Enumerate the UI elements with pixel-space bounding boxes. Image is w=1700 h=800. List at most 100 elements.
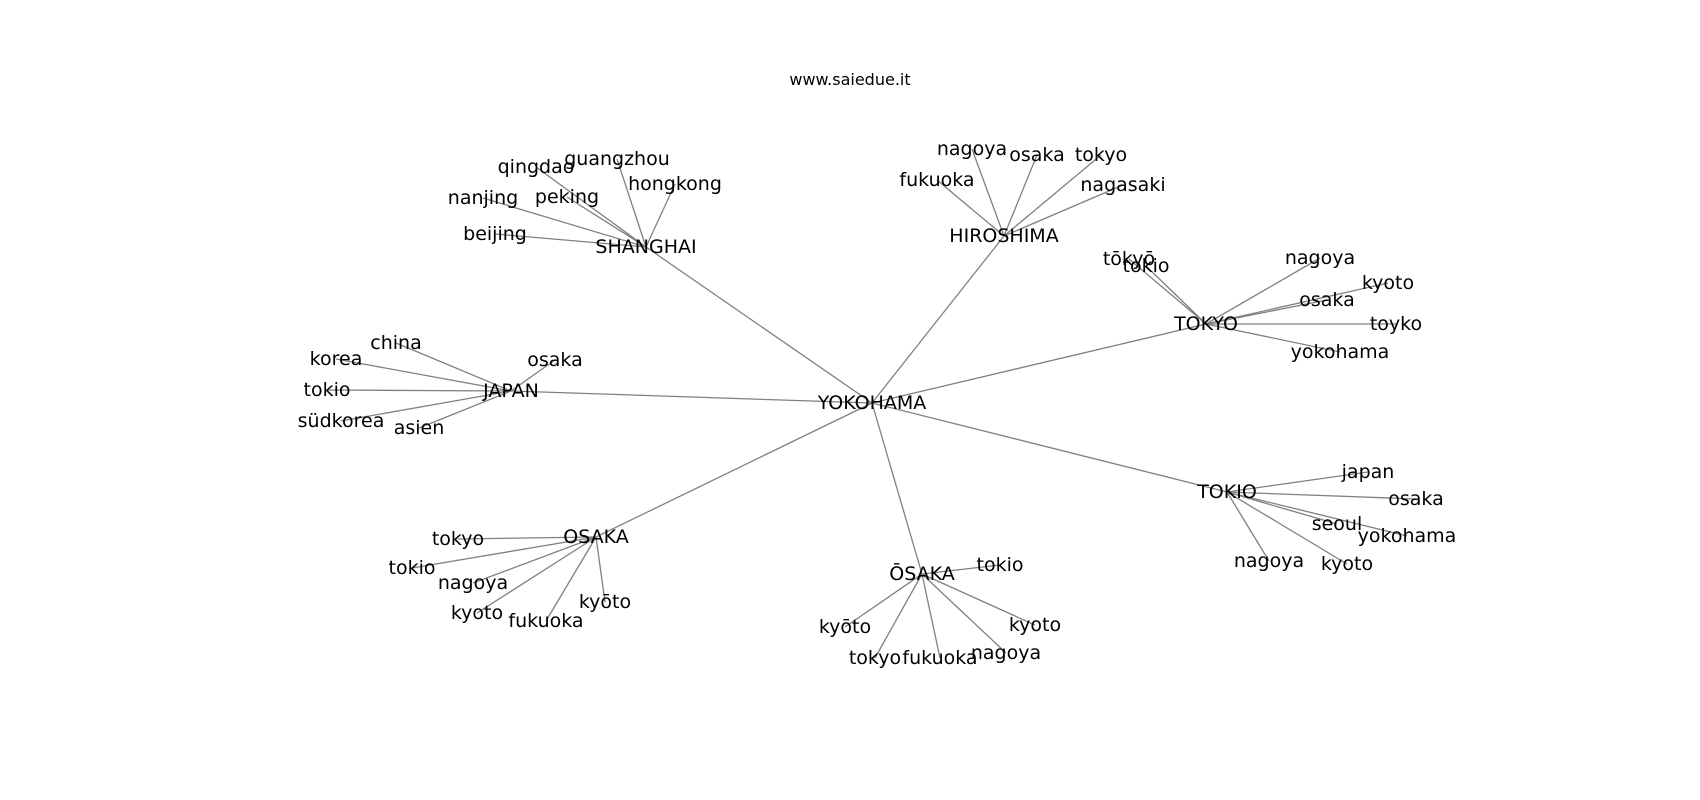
edge-center-tokio bbox=[871, 402, 1228, 493]
edge-tokio-yokohama bbox=[1226, 491, 1408, 537]
leaf-node-label: yokohama bbox=[1358, 525, 1457, 547]
edge-shanghai-nanjing bbox=[482, 197, 647, 248]
leaf-node-label: guangzhou bbox=[564, 148, 670, 170]
leaf-node-label: toyko bbox=[1370, 313, 1422, 335]
edge-osaka-tokyo bbox=[457, 536, 597, 540]
leaf-node-label: tokio bbox=[1123, 255, 1170, 277]
edge-shanghai-beijing bbox=[494, 233, 647, 248]
leaf-node-label: beijing bbox=[463, 223, 527, 245]
leaf-node-label: tokio bbox=[389, 557, 436, 579]
hub-node-label-hiroshima: HIROSHIMA bbox=[949, 225, 1058, 247]
leaf-node-label: kyoto bbox=[1009, 614, 1061, 636]
edge-shanghai-hongkong bbox=[645, 183, 676, 248]
leaf-node-label: osaka bbox=[527, 349, 582, 371]
edge-hiroshima-nagasaki bbox=[1003, 184, 1124, 237]
leaf-node-label: korea bbox=[310, 348, 363, 370]
edge-tokyo-yokohama bbox=[1205, 323, 1341, 353]
edge-osaka-tokio bbox=[411, 536, 597, 569]
edge-saka-ky-to bbox=[844, 573, 923, 628]
edge-tokyo-kyoto bbox=[1205, 282, 1389, 325]
edge-center-saka bbox=[871, 402, 923, 575]
leaf-node-label: nagoya bbox=[971, 642, 1041, 664]
edge-tokyo-osaka bbox=[1205, 299, 1328, 325]
leaf-node-label: seoul bbox=[1312, 513, 1363, 535]
leaf-node-label: nagasaki bbox=[1080, 174, 1165, 196]
edge-hiroshima-fukuoka bbox=[936, 179, 1005, 237]
edge-center-shanghai bbox=[645, 246, 873, 404]
leaf-node-label: südkorea bbox=[298, 410, 385, 432]
hub-node-label-shanghai: SHANGHAI bbox=[595, 236, 696, 258]
leaf-node-label: nanjing bbox=[448, 187, 518, 209]
edge-osaka-ky-to bbox=[595, 536, 606, 603]
leaf-node-label: tōkyō bbox=[1103, 248, 1155, 270]
leaf-node-label: fukuoka bbox=[899, 169, 974, 191]
edge-saka-tokio bbox=[921, 564, 1001, 575]
leaf-node-label: qingdao bbox=[498, 156, 575, 178]
hub-node-label-tokyo: TOKYO bbox=[1173, 313, 1238, 335]
edge-layer bbox=[326, 148, 1417, 659]
edge-shanghai-peking bbox=[566, 196, 647, 248]
edge-japan-china bbox=[395, 342, 512, 392]
leaf-node-label: kyōto bbox=[819, 616, 871, 638]
leaf-node-label: nagoya bbox=[937, 138, 1007, 160]
leaf-node-label: nagoya bbox=[438, 572, 508, 594]
edge-saka-tokyo bbox=[874, 573, 923, 659]
leaf-node-label: osaka bbox=[1299, 289, 1354, 311]
edge-tokyo-nagoya bbox=[1205, 257, 1321, 325]
edge-tokio-osaka bbox=[1226, 491, 1417, 500]
edge-osaka-kyoto bbox=[476, 536, 597, 614]
edge-center-hiroshima bbox=[871, 235, 1005, 404]
edge-hiroshima-tokyo bbox=[1003, 154, 1102, 237]
edge-japan-osaka bbox=[510, 359, 556, 392]
edge-japan-tokio bbox=[326, 389, 512, 392]
edge-tokyo-t-ky bbox=[1128, 258, 1207, 325]
leaf-node-label: nagoya bbox=[1285, 247, 1355, 269]
leaf-node-label: osaka bbox=[1388, 488, 1443, 510]
hub-node-label-osaka: OSAKA bbox=[563, 526, 629, 548]
edge-shanghai-guangzhou bbox=[616, 158, 647, 248]
edge-saka-fukuoka bbox=[921, 573, 941, 659]
edge-tokio-nagoya bbox=[1226, 491, 1270, 562]
edge-hiroshima-osaka bbox=[1003, 154, 1038, 237]
edge-osaka-fukuoka bbox=[545, 536, 597, 622]
hub-node-label-japan: JAPAN bbox=[482, 380, 539, 402]
leaf-node-label: yokohama bbox=[1291, 341, 1390, 363]
leaf-node-label: osaka bbox=[1009, 144, 1064, 166]
leaf-node-label: hongkong bbox=[628, 173, 722, 195]
edge-center-osaka bbox=[595, 402, 873, 538]
edge-japan-asien bbox=[418, 390, 512, 429]
leaf-node-label: asien bbox=[394, 417, 445, 439]
hub-node-label-saka: ŌSAKA bbox=[889, 561, 955, 585]
edge-tokyo-tokio bbox=[1145, 265, 1207, 325]
edge-shanghai-qingdao bbox=[535, 166, 647, 248]
edge-saka-kyoto bbox=[921, 573, 1036, 626]
edge-japan-s-dkorea bbox=[340, 390, 512, 422]
leaf-node-label: fukuoka bbox=[902, 647, 977, 669]
leaf-node-label: tokyo bbox=[1075, 144, 1127, 166]
leaf-node-label: kyoto bbox=[1321, 553, 1373, 575]
edge-tokio-seoul bbox=[1226, 491, 1338, 525]
leaf-node-label: peking bbox=[535, 186, 599, 208]
edge-tokio-japan bbox=[1226, 471, 1369, 493]
leaf-node-label: kyoto bbox=[451, 602, 503, 624]
edge-center-tokyo bbox=[871, 323, 1207, 404]
edge-center-japan bbox=[510, 390, 873, 404]
leaf-node-label: fukuoka bbox=[508, 610, 583, 632]
leaf-node-label: kyoto bbox=[1362, 272, 1414, 294]
edge-hiroshima-nagoya bbox=[971, 148, 1005, 237]
site-title: www.saiedue.it bbox=[789, 70, 911, 89]
label-layer: YOKOHAMASHANGHAIqingdaoguangzhouhongkong… bbox=[298, 138, 1457, 669]
leaf-node-label: kyōto bbox=[579, 591, 631, 613]
leaf-node-label: tokyo bbox=[849, 647, 901, 669]
edge-tokio-kyoto bbox=[1226, 491, 1348, 565]
leaf-node-label: tokyo bbox=[432, 528, 484, 550]
edge-osaka-nagoya bbox=[472, 536, 597, 584]
hub-node-label-tokio: TOKIO bbox=[1196, 481, 1257, 503]
leaf-node-label: tokio bbox=[977, 554, 1024, 576]
edge-japan-korea bbox=[335, 358, 512, 392]
leaf-node-label: japan bbox=[1341, 461, 1395, 483]
leaf-node-label: tokio bbox=[304, 379, 351, 401]
leaf-node-label: nagoya bbox=[1234, 550, 1304, 572]
leaf-node-label: china bbox=[370, 332, 421, 354]
